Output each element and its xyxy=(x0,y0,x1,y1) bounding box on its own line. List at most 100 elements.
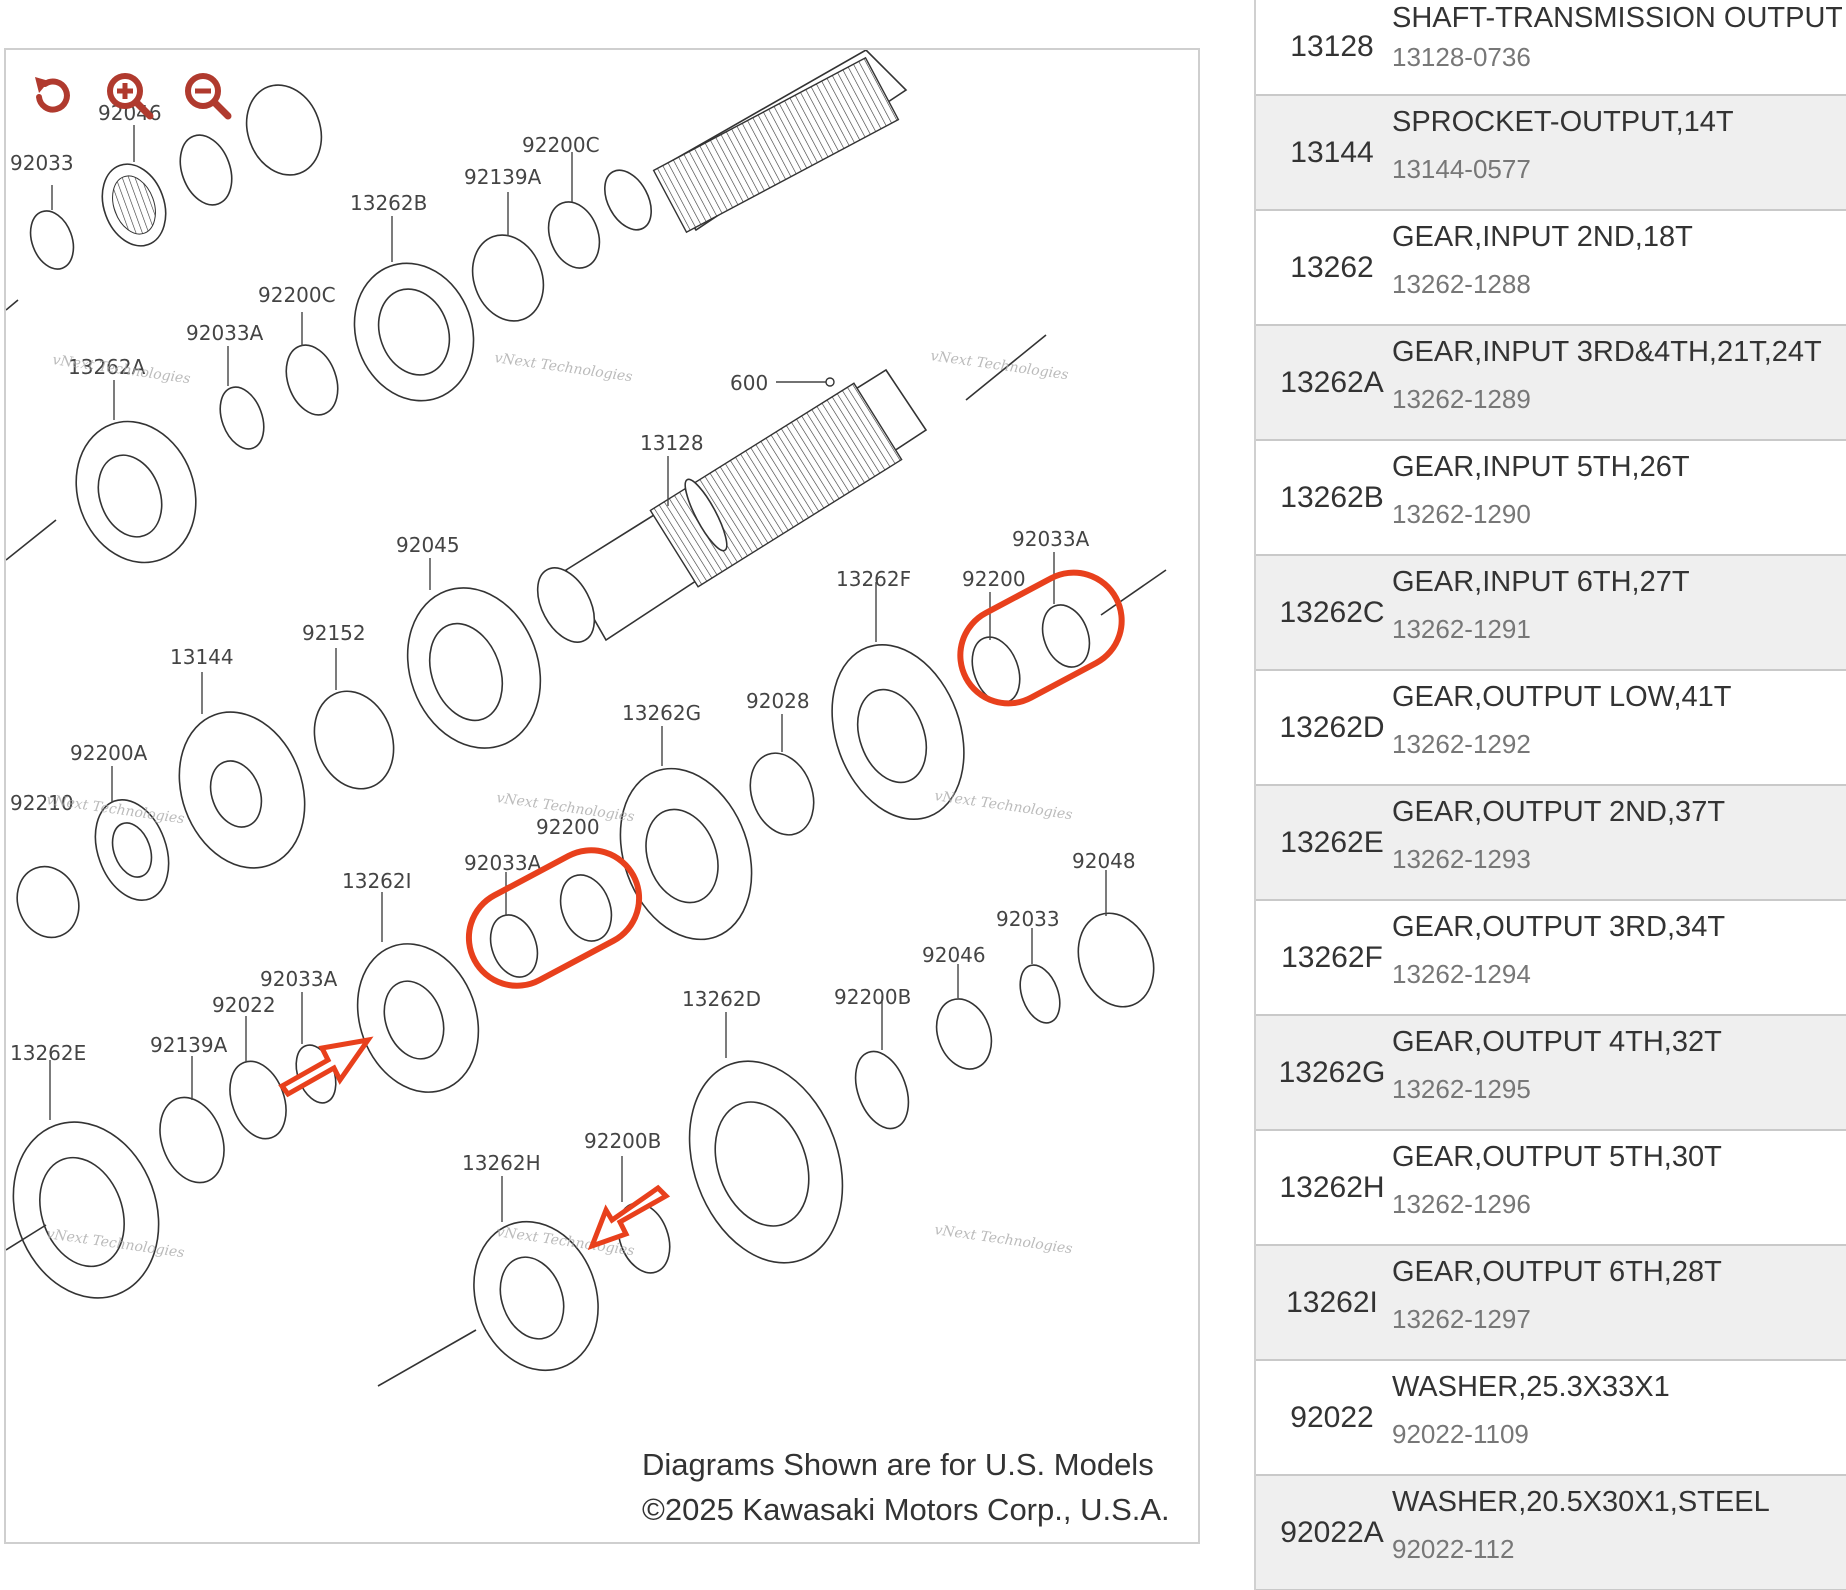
callout-label: 600 xyxy=(730,371,768,395)
part-row-13128[interactable]: 13128 SHAFT-TRANSMISSION OUTPUT 13128-07… xyxy=(1256,0,1846,96)
nut-92210 xyxy=(16,865,80,939)
arrow-annotation-1 xyxy=(278,1036,374,1098)
part-ref-number: 13262C xyxy=(1279,595,1385,629)
part-row-13262H[interactable]: 13262H GEAR,OUTPUT 5TH,30T 13262-1296 xyxy=(1256,1131,1846,1246)
ring-92200C xyxy=(285,344,339,416)
part-number: 13262-1296 xyxy=(1392,1189,1531,1219)
zoom-out-icon xyxy=(185,73,232,120)
part-number: 13262-1295 xyxy=(1392,1074,1531,1104)
part-row-13144[interactable]: 13144 SPROCKET-OUTPUT,14T 13144-0577 xyxy=(1256,96,1846,211)
callout-label: 13262E xyxy=(10,1041,86,1065)
callout-label: 92022 xyxy=(212,993,276,1017)
circlip-92033A-right xyxy=(1041,604,1091,668)
part-row-13262[interactable]: 13262 GEAR,INPUT 2ND,18T 13262-1288 xyxy=(1256,211,1846,326)
part-row-13262B[interactable]: 13262B GEAR,INPUT 5TH,26T 13262-1290 xyxy=(1256,441,1846,556)
part-description: GEAR,INPUT 2ND,18T xyxy=(1392,221,1693,253)
callout-label: 92200B xyxy=(584,1129,661,1153)
part-row-13262I[interactable]: 13262I GEAR,OUTPUT 6TH,28T 13262-1297 xyxy=(1256,1246,1846,1361)
part-row-13262A[interactable]: 13262A GEAR,INPUT 3RD&4TH,21T,24T 13262-… xyxy=(1256,326,1846,441)
part-description: GEAR,OUTPUT 5TH,30T xyxy=(1392,1141,1722,1173)
callout-label: 92200 xyxy=(962,567,1026,591)
part-description: GEAR,INPUT 3RD&4TH,21T,24T xyxy=(1392,336,1822,368)
ring-92200C-top xyxy=(547,201,601,269)
part-ref-number: 13262I xyxy=(1286,1285,1378,1319)
callout-label: 92139A xyxy=(464,165,542,189)
part-number: 13128-0736 xyxy=(1392,42,1531,72)
washer-92200B-right xyxy=(854,1050,910,1130)
part-ref-number: 92022 xyxy=(1290,1400,1374,1434)
part-ref-number: 92022A xyxy=(1280,1515,1384,1549)
part-number: 13262-1291 xyxy=(1392,614,1531,644)
part-ref-number: 13262H xyxy=(1279,1170,1385,1204)
circlip-92033 xyxy=(1019,964,1061,1024)
part-description: GEAR,INPUT 5TH,26T xyxy=(1392,451,1690,483)
part-number: 13262-1290 xyxy=(1392,499,1531,529)
disclaimer-copyright: ©2025 Kawasaki Motors Corp., U.S.A. xyxy=(642,1492,1170,1527)
part-number: 13262-1297 xyxy=(1392,1304,1531,1334)
part-row-13262E[interactable]: 13262E GEAR,OUTPUT 2ND,37T 13262-1293 xyxy=(1256,786,1846,901)
washer-92200-center xyxy=(559,874,613,942)
part-row-92022A[interactable]: 92022A WASHER,20.5X30X1,STEEL 92022-112 xyxy=(1256,1476,1846,1590)
part-row-13262F[interactable]: 13262F GEAR,OUTPUT 3RD,34T 13262-1294 xyxy=(1256,901,1846,1016)
output-shaft-top xyxy=(604,50,908,234)
part-number: 92022-1109 xyxy=(1392,1419,1529,1449)
circlip-92033A-center xyxy=(489,914,539,978)
parts-diagram[interactable]: 92046 92200C 92139A 13262B 92200C 92033A… xyxy=(4,48,1200,1544)
part-number: 13262-1292 xyxy=(1392,729,1531,759)
part-number: 13262-1293 xyxy=(1392,844,1531,874)
collar-92152 xyxy=(313,690,395,790)
zoom-out-button[interactable] xyxy=(182,70,234,122)
zoom-in-button[interactable] xyxy=(104,70,156,122)
highlight-oval-right xyxy=(957,569,1125,707)
parts-list[interactable]: 13128 SHAFT-TRANSMISSION OUTPUT 13128-07… xyxy=(1254,0,1846,1590)
callout-label: 13262F xyxy=(836,567,911,591)
callout-label: 92033 xyxy=(996,907,1060,931)
callout-label: 13128 xyxy=(640,431,704,455)
watermark: vNext Technologies xyxy=(933,1222,1073,1257)
callout-label: 13262I xyxy=(342,869,412,893)
callout-label: 92033A xyxy=(464,851,542,875)
callout-label: 13262D xyxy=(682,987,761,1011)
callout-label: 13144 xyxy=(170,645,234,669)
callout-label: 92200B xyxy=(834,985,911,1009)
callout-label: 92028 xyxy=(746,689,810,713)
callout-label: 92046 xyxy=(922,943,986,967)
callout-label: 92033A xyxy=(260,967,338,991)
callout-label: 92200A xyxy=(70,741,148,765)
callout-label: 92033 xyxy=(10,151,74,175)
part-ref-number: 13144 xyxy=(1290,135,1374,169)
part-row-13262C[interactable]: 13262C GEAR,INPUT 6TH,27T 13262-1291 xyxy=(1256,556,1846,671)
disclaimer-models: Diagrams Shown are for U.S. Models xyxy=(642,1447,1154,1482)
callout-label: 92200C xyxy=(522,133,600,157)
part-description: GEAR,INPUT 6TH,27T xyxy=(1392,566,1690,598)
part-number: 13262-1288 xyxy=(1392,269,1531,299)
callout-label: 92200C xyxy=(258,283,336,307)
watermark: vNext Technologies xyxy=(493,350,633,385)
callout-label: 92033A xyxy=(1012,527,1090,551)
circlip-top-left xyxy=(29,210,75,270)
callout-label: 92033A xyxy=(186,321,264,345)
part-description: GEAR,OUTPUT 3RD,34T xyxy=(1392,911,1726,943)
part-description: GEAR,OUTPUT 2ND,37T xyxy=(1392,796,1726,828)
input-shaft-13128 xyxy=(536,334,1047,643)
part-description: SHAFT-TRANSMISSION OUTPUT xyxy=(1392,2,1842,34)
exploded-view-drawing: 92046 92200C 92139A 13262B 92200C 92033A… xyxy=(6,50,1167,1387)
part-ref-number: 13262B xyxy=(1280,480,1384,514)
part-row-13262G[interactable]: 13262G GEAR,OUTPUT 4TH,32T 13262-1295 xyxy=(1256,1016,1846,1131)
part-row-92022[interactable]: 92022 WASHER,25.3X33X1 92022-1109 xyxy=(1256,1361,1846,1476)
callout-label: 92045 xyxy=(396,533,460,557)
part-row-13262D[interactable]: 13262D GEAR,OUTPUT LOW,41T 13262-1292 xyxy=(1256,671,1846,786)
part-ref-number: 13262F xyxy=(1281,940,1383,974)
callout-label: 92200 xyxy=(536,815,600,839)
callout-label: 13262A xyxy=(68,355,146,379)
arrow-annotation-2 xyxy=(587,1184,671,1251)
part-number: 92022-112 xyxy=(1392,1534,1515,1564)
part-ref-number: 13262E xyxy=(1280,825,1384,859)
part-description: WASHER,25.3X33X1 xyxy=(1392,1371,1670,1403)
reset-view-button[interactable] xyxy=(26,70,78,122)
callout-label: 13262B xyxy=(350,191,427,215)
washer-92022 xyxy=(229,1060,287,1140)
part-description: GEAR,OUTPUT 4TH,32T xyxy=(1392,1026,1722,1058)
watermark: vNext Technologies xyxy=(929,348,1069,383)
zoom-in-icon xyxy=(107,73,154,120)
